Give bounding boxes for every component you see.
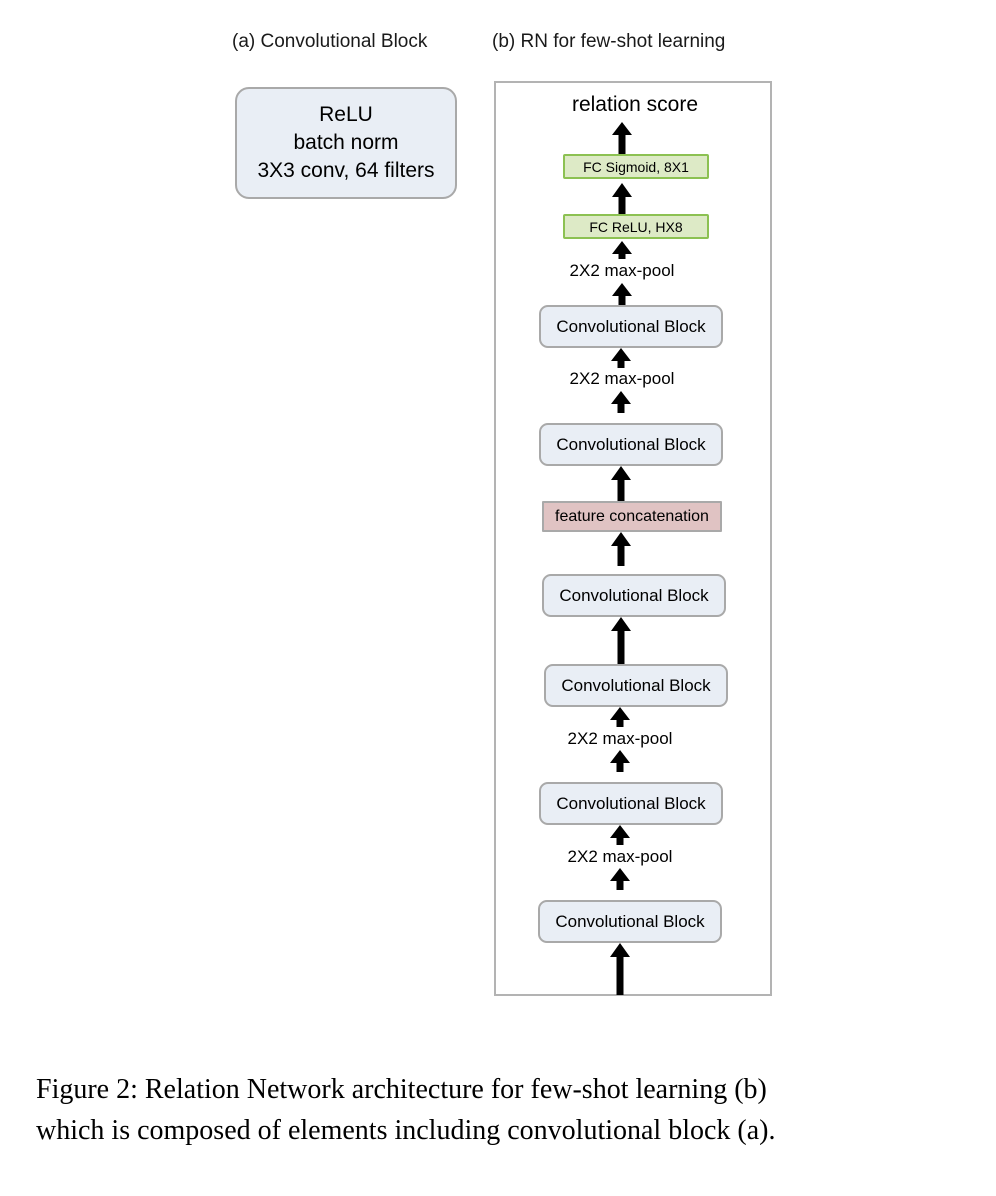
arrow-pool4-to-conv5 bbox=[609, 825, 631, 845]
conv-block-4[interactable]: Convolutional Block bbox=[544, 664, 728, 707]
conv-block-2[interactable]: Convolutional Block bbox=[539, 423, 723, 466]
conv-block-3[interactable]: Convolutional Block bbox=[542, 574, 726, 617]
conv-detail-line-batchnorm: batch norm bbox=[293, 131, 399, 155]
caption-line-1: Figure 2: Relation Network architecture … bbox=[36, 1074, 767, 1105]
panel-b-title: (b) RN for few-shot learning bbox=[492, 31, 726, 52]
convolutional-block-detail: ReLU batch norm 3X3 conv, 64 filters bbox=[235, 87, 457, 199]
maxpool-label-3: 2X2 max-pool bbox=[567, 729, 673, 748]
fc-sigmoid-block[interactable]: FC Sigmoid, 8X1 bbox=[563, 154, 709, 179]
conv-detail-line-conv: 3X3 conv, 64 filters bbox=[257, 158, 435, 182]
maxpool-label-1: 2X2 max-pool bbox=[569, 261, 675, 280]
arrow-pool3-to-conv4 bbox=[609, 707, 631, 727]
conv-block-5[interactable]: Convolutional Block bbox=[539, 782, 723, 825]
maxpool-label-4: 2X2 max-pool bbox=[567, 847, 673, 866]
arrow-conv3-to-concat bbox=[610, 532, 632, 566]
figure-caption: Figure 2: Relation Network architecture … bbox=[36, 1070, 966, 1151]
arrow-fc-relu-to-fc-sigmoid bbox=[611, 183, 633, 219]
arrow-conv2-to-pool2 bbox=[610, 391, 632, 413]
rn-architecture-frame: relation score FC Sigmoid, 8X1 FC ReLU, … bbox=[494, 81, 772, 996]
panel-a-title: (a) Convolutional Block bbox=[232, 31, 428, 52]
output-label-relation-score: relation score bbox=[571, 93, 699, 116]
conv-detail-line-relu: ReLU bbox=[319, 103, 373, 127]
arrow-pool2-to-conv1 bbox=[610, 348, 632, 368]
arrow-conv6-to-pool4 bbox=[609, 868, 631, 890]
conv-block-1[interactable]: Convolutional Block bbox=[539, 305, 723, 348]
arrow-conv1-to-pool1 bbox=[611, 283, 633, 305]
arrow-concat-to-conv2 bbox=[610, 466, 632, 501]
maxpool-label-2: 2X2 max-pool bbox=[569, 369, 675, 388]
arrow-fc-sigmoid-to-output bbox=[611, 122, 633, 154]
feature-concatenation-block[interactable]: feature concatenation bbox=[542, 501, 722, 532]
arrow-conv4-to-conv3 bbox=[610, 617, 632, 664]
fc-relu-block[interactable]: FC ReLU, HX8 bbox=[563, 214, 709, 239]
caption-line-2: which is composed of elements including … bbox=[36, 1114, 776, 1146]
arrow-input-to-conv6 bbox=[609, 943, 631, 995]
conv-block-6[interactable]: Convolutional Block bbox=[538, 900, 722, 943]
arrow-pool1-to-fc-relu bbox=[611, 241, 633, 259]
arrow-conv5-to-pool3 bbox=[609, 750, 631, 772]
